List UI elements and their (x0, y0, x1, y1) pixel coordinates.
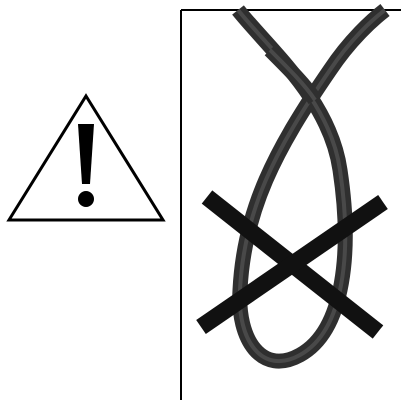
cross-out-icon (201, 197, 383, 332)
cable-strand-a (238, 10, 385, 361)
cable-crossing-over-highlight (270, 50, 315, 100)
cable-loop-icon (238, 10, 385, 361)
